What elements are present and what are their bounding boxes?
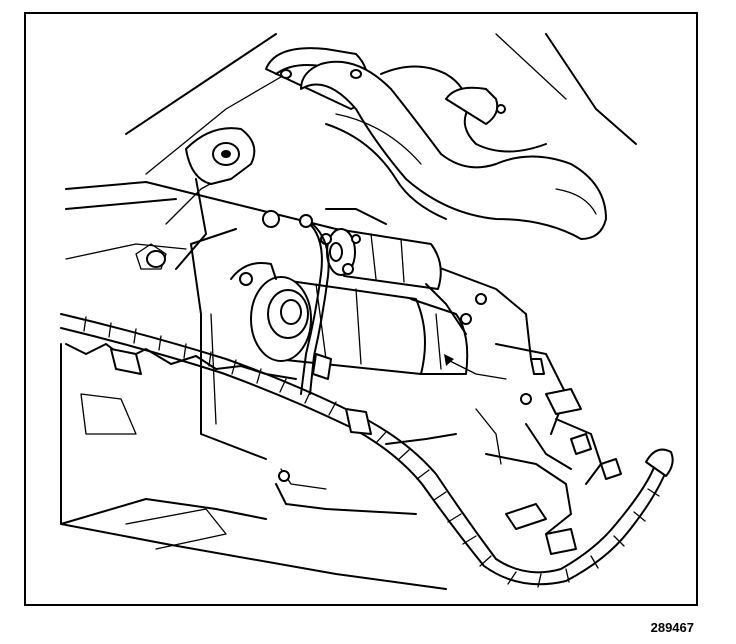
exhaust-manifold xyxy=(265,47,607,240)
starter-motor-engine-illustration xyxy=(60,33,674,590)
mount-bracket xyxy=(135,127,256,270)
bolts xyxy=(262,210,487,305)
figure-number: 289467 xyxy=(650,620,694,635)
starter-cable xyxy=(299,214,332,395)
starter-motor xyxy=(230,262,472,375)
illustration-frame xyxy=(24,12,698,606)
oil-pan xyxy=(60,343,447,590)
starter-solenoid xyxy=(320,228,442,290)
ground-bracket-connectors xyxy=(278,343,622,555)
wiring-harness xyxy=(60,313,674,588)
